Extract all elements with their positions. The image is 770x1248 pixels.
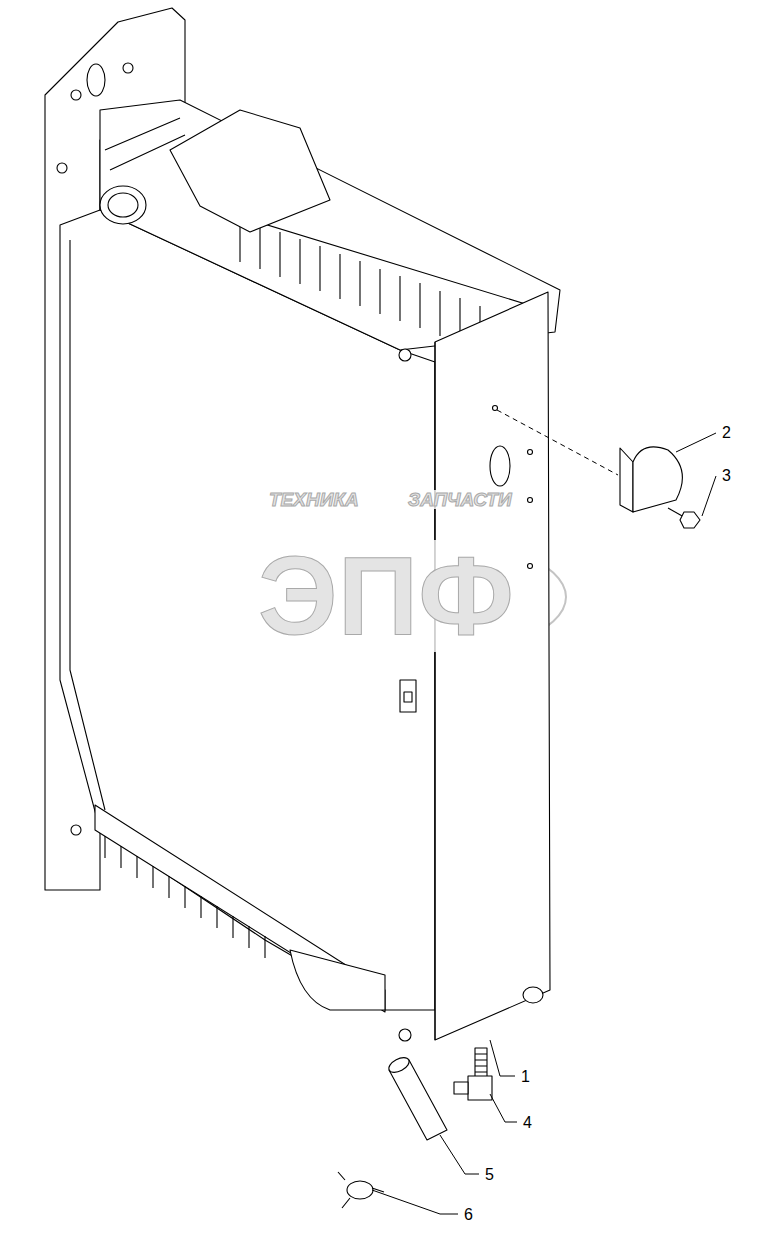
callout-number: 5 [483,1166,496,1184]
callout-number: 4 [521,1114,534,1132]
callout-number: 6 [462,1206,475,1224]
watermark-text: ТЕХНИКА [266,490,362,509]
watermark-text: ЗАПЧАСТИ [405,490,515,509]
callout-number: 1 [519,1068,532,1086]
callout-number: 3 [720,467,733,485]
callout-number: 2 [720,424,733,442]
watermark-logo: ЭПФ [255,540,517,652]
